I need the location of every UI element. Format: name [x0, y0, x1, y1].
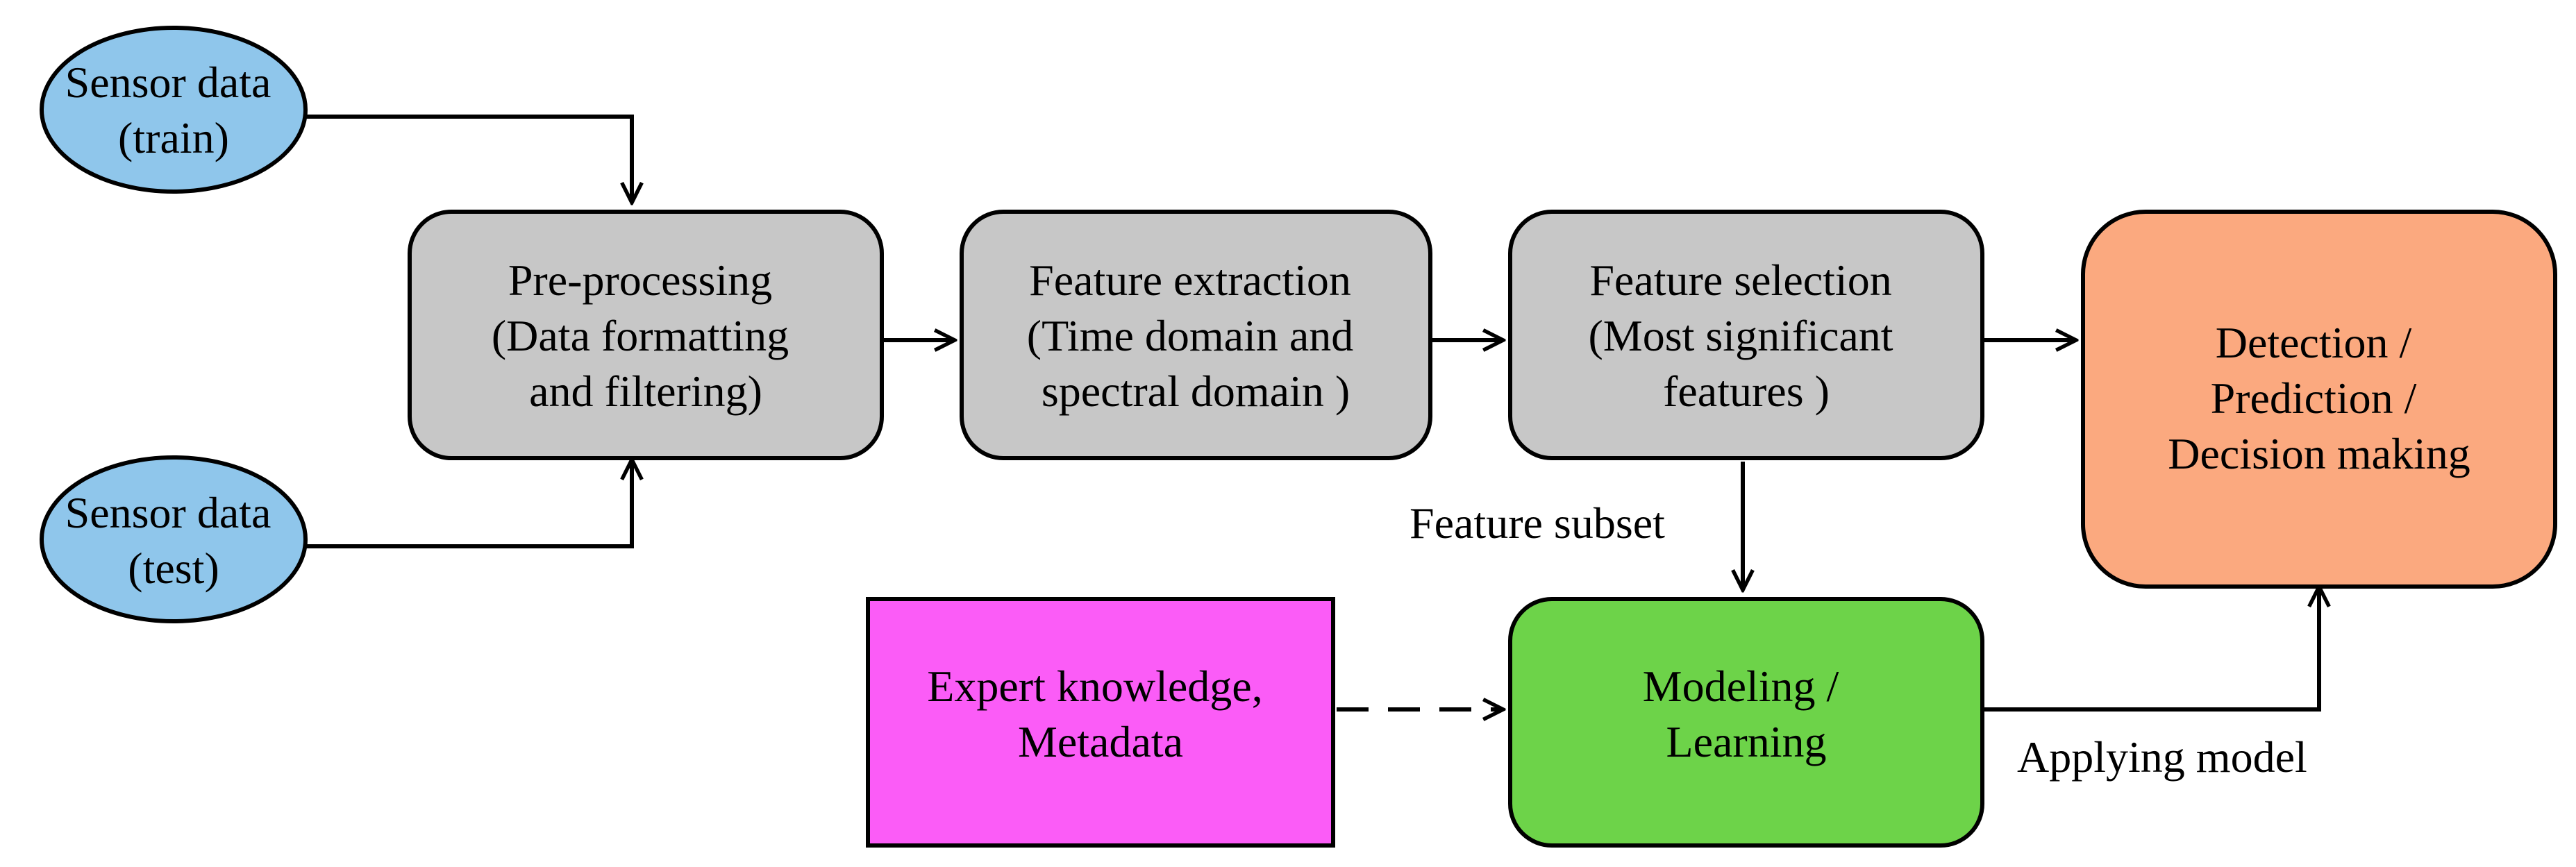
sensor-train-ellipse: [40, 26, 308, 194]
edge-modeling-to-detection: [1982, 587, 2319, 712]
node-modeling: Modeling / Learning: [1508, 597, 1984, 848]
node-sensor-train: Sensor data (train): [40, 26, 308, 194]
edge-sensor-train-to-preprocessing: [306, 115, 632, 203]
feature-extraction-box: [960, 210, 1432, 460]
applying-model-label: Applying model: [2017, 732, 2307, 782]
expert-box: [866, 597, 1335, 848]
node-preprocessing: Pre-processing (Data formatting and filt…: [408, 210, 884, 460]
feature-subset-label: Feature subset: [1410, 498, 1665, 548]
sensor-train-label: Sensor data (train): [65, 58, 283, 162]
node-detection: Detection / Prediction / Decision making: [2081, 210, 2557, 589]
preprocessing-box: [408, 210, 884, 460]
node-sensor-test: Sensor data (test): [40, 455, 308, 623]
modeling-label: Modeling / Learning: [1643, 662, 1850, 766]
feature-selection-label: Feature selection (Most significant feat…: [1588, 255, 1904, 416]
sensor-test-ellipse: [40, 455, 308, 623]
node-feature-selection: Feature selection (Most significant feat…: [1508, 210, 1984, 460]
sensor-test-label: Sensor data (test): [65, 488, 283, 593]
expert-label: Expert knowledge, Metadata: [927, 662, 1273, 766]
connectors: [306, 115, 2319, 712]
detection-label: Detection / Prediction / Decision making: [2168, 318, 2470, 478]
modeling-box: [1508, 597, 1984, 848]
node-expert: Expert knowledge, Metadata: [866, 597, 1335, 848]
preprocessing-label: Pre-processing (Data formatting and filt…: [492, 255, 800, 416]
detection-box: [2081, 210, 2557, 589]
node-feature-extraction: Feature extraction (Time domain and spec…: [960, 210, 1432, 460]
feature-selection-box: [1508, 210, 1984, 460]
edge-sensor-test-to-preprocessing: [306, 460, 632, 548]
feature-extraction-label: Feature extraction (Time domain and spec…: [1027, 255, 1365, 416]
